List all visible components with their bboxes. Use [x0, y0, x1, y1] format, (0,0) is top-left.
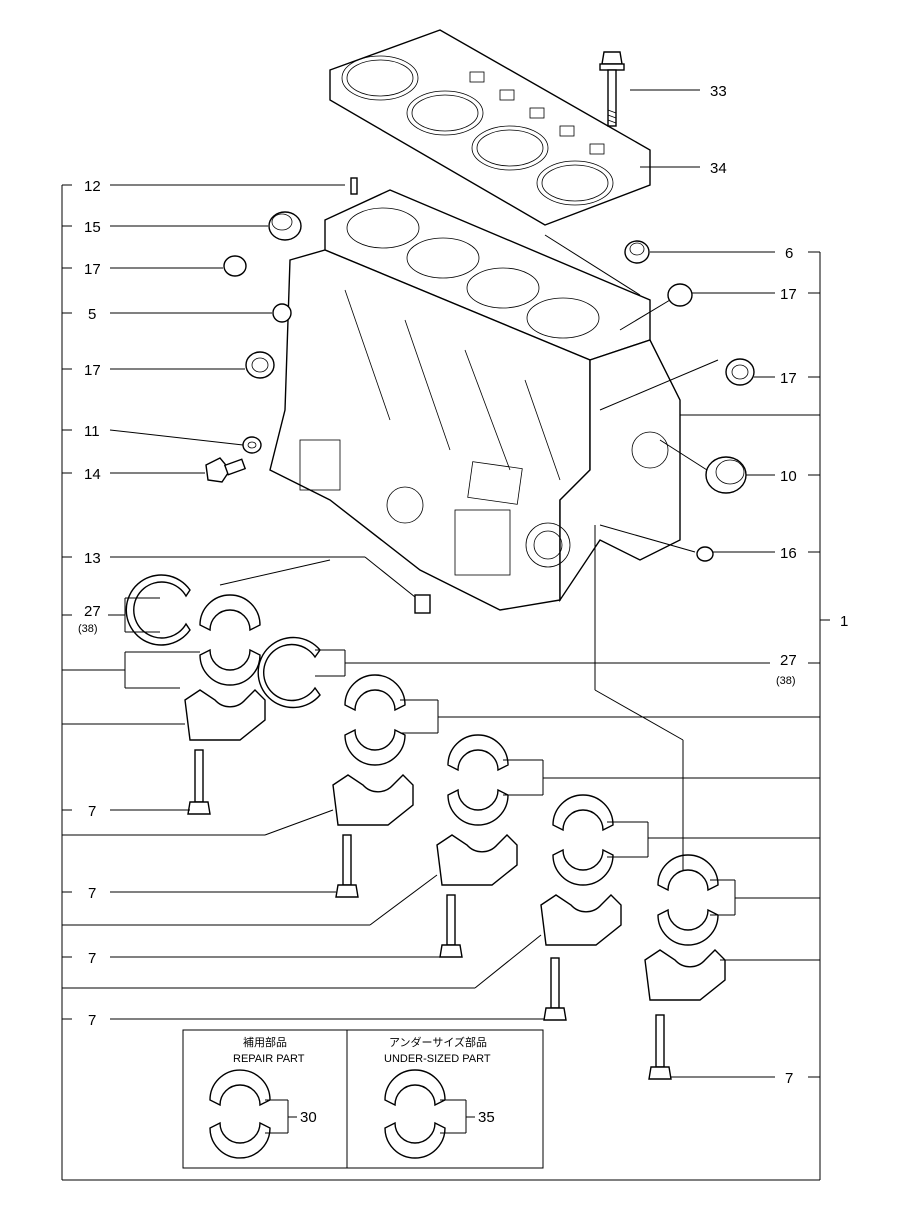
label-7-c: 7 [88, 950, 96, 967]
main-bolt-2 [335, 834, 359, 898]
label-12: 12 [84, 178, 101, 195]
repair-part-en: REPAIR PART [233, 1053, 305, 1065]
leader-lines [62, 89, 830, 1078]
plug-13 [414, 594, 431, 614]
left-bracket [61, 184, 820, 1181]
label-38-right: (38) [776, 675, 796, 687]
label-16: 16 [780, 545, 797, 562]
label-7-d: 7 [88, 1012, 96, 1029]
label-10: 10 [780, 468, 797, 485]
bearing-shell-3 [447, 734, 509, 826]
main-bolt-3 [439, 894, 463, 958]
label-27-right: 27 [780, 652, 797, 669]
dowel-12 [350, 177, 358, 195]
thrust-washer-middle [257, 636, 321, 709]
main-bearing-cap-1 [184, 689, 266, 741]
label-17-upper-right: 17 [780, 286, 797, 303]
cylinder-block [269, 189, 681, 611]
label-27-left: 27 [84, 603, 101, 620]
label-17-mid-left: 17 [84, 362, 101, 379]
label-15: 15 [84, 219, 101, 236]
label-33: 33 [710, 83, 727, 100]
head-gasket [329, 29, 651, 226]
washer-11 [242, 436, 262, 454]
head-bolt [599, 51, 625, 127]
label-1: 1 [840, 613, 848, 630]
plug-16 [696, 546, 714, 562]
inset-legend [182, 1029, 544, 1169]
label-30: 30 [300, 1109, 317, 1126]
main-bolt-4 [543, 957, 567, 1021]
label-7-a: 7 [88, 803, 96, 820]
bushing-10 [705, 456, 747, 494]
label-7-b: 7 [88, 885, 96, 902]
bearing-shell-4 [552, 794, 614, 886]
label-11: 11 [84, 423, 100, 440]
plug-17-upper-left [223, 255, 247, 277]
label-34: 34 [710, 160, 727, 177]
plug-17-upper-right [667, 283, 693, 307]
label-7-e: 7 [785, 1070, 793, 1087]
undersize-part-jp: アンダーサイズ部品 [389, 1035, 487, 1049]
plug-14 [205, 457, 247, 483]
plug-15 [268, 211, 302, 241]
plug-6 [624, 240, 650, 264]
plug-5 [272, 303, 292, 323]
label-13: 13 [84, 550, 101, 567]
label-17-upper-left: 17 [84, 261, 101, 278]
main-bearing-cap-3 [436, 834, 518, 886]
label-35: 35 [478, 1109, 495, 1126]
main-bearing-cap-4 [540, 894, 622, 946]
label-5: 5 [88, 306, 96, 323]
undersize-part-en: UNDER-SIZED PART [384, 1053, 491, 1065]
plug-17-mid-left [245, 351, 275, 379]
right-bracket [808, 251, 821, 1180]
plug-17-mid-right [725, 358, 755, 386]
label-14: 14 [84, 466, 101, 483]
repair-part-jp: 補用部品 [243, 1035, 287, 1049]
label-6: 6 [785, 245, 793, 262]
main-bearing-cap-5 [644, 949, 726, 1001]
main-bearing-cap-2 [332, 774, 414, 826]
bearing-shell-5 [657, 854, 719, 946]
main-bolt-1 [187, 749, 211, 815]
label-17-mid-right: 17 [780, 370, 797, 387]
callout-labels: 12 15 17 5 17 11 14 13 27 (38) 7 7 7 7 3… [78, 83, 848, 1126]
main-bolt-5 [648, 1014, 672, 1080]
thrust-washer-left [125, 574, 191, 646]
label-38-left: (38) [78, 623, 98, 635]
bearing-shell-1 [199, 594, 261, 686]
bearing-shell-2 [344, 674, 406, 766]
